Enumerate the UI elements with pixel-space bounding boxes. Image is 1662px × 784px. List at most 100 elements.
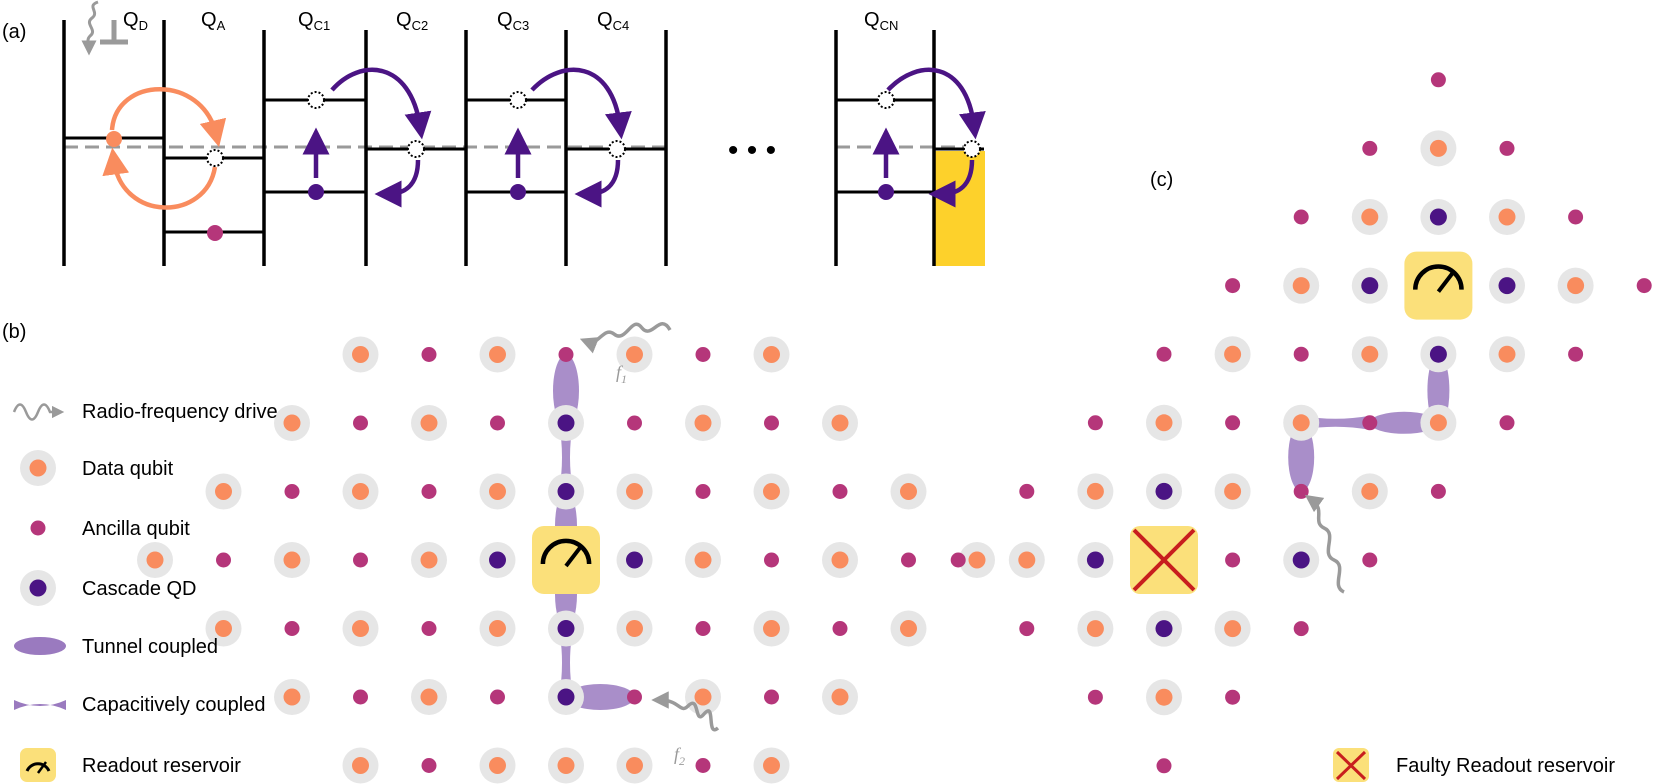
label-qc4: QC4 bbox=[597, 9, 629, 33]
b-ancilla-qubit bbox=[764, 689, 779, 705]
empty-state-c3-top bbox=[509, 91, 527, 109]
c-data-qubit bbox=[1361, 208, 1379, 226]
c-cascade-qd bbox=[1498, 277, 1516, 295]
c-ancilla-qubit bbox=[1362, 140, 1378, 156]
c-cascade-qd bbox=[1155, 620, 1173, 638]
ancilla-electron-qa bbox=[207, 225, 223, 241]
b-data-qubit bbox=[831, 551, 849, 569]
b-ancilla-qubit bbox=[421, 484, 437, 499]
b-data-qubit bbox=[694, 414, 712, 432]
b-data-qubit bbox=[626, 483, 643, 500]
c-cascade-qd bbox=[1292, 551, 1310, 569]
c-cascade-qd bbox=[1086, 551, 1104, 569]
c-ancilla-qubit bbox=[1156, 346, 1172, 362]
purple-curve-c3 bbox=[530, 67, 632, 140]
legend-rf-icon bbox=[12, 403, 65, 421]
b-cascade-qd bbox=[557, 414, 575, 432]
drive-label-f2: f2 bbox=[674, 744, 685, 768]
panel-label-c: (c) bbox=[1150, 169, 1173, 191]
b-cascade-qd bbox=[626, 551, 643, 569]
readout-gauge-icon bbox=[540, 538, 592, 565]
legend-readout-needle bbox=[36, 761, 48, 774]
legend: Radio-frequency drive Data qubit Ancilla… bbox=[12, 401, 278, 782]
c-ancilla-qubit bbox=[1430, 483, 1446, 499]
b-tunnel-coupling bbox=[566, 684, 635, 710]
b-ancilla-qubit bbox=[284, 484, 300, 499]
legend-capacitive-label: Capacitively coupled bbox=[82, 694, 265, 716]
b-ancilla-qubit bbox=[695, 484, 711, 499]
b-data-qubit bbox=[283, 414, 301, 432]
c-ancilla-qubit bbox=[1293, 621, 1309, 637]
c-data-qubit bbox=[1498, 345, 1516, 363]
c-ancilla-qubit bbox=[1019, 621, 1035, 637]
c-ancilla-qubit bbox=[1568, 346, 1584, 362]
readout-gauge-needle bbox=[564, 546, 582, 568]
b-rf-drive-f1 bbox=[579, 322, 672, 354]
panel-label-b: (b) bbox=[2, 321, 26, 343]
c-rf-drive bbox=[1304, 494, 1345, 594]
b-data-qubit bbox=[694, 688, 712, 706]
orange-arrow-top bbox=[109, 87, 227, 148]
c-readout-reservoir bbox=[1404, 251, 1473, 320]
b-data-qubit bbox=[763, 346, 780, 363]
c-data-qubit bbox=[1292, 414, 1310, 432]
b-ancilla-qubit bbox=[421, 347, 437, 362]
c-data-qubit bbox=[1361, 482, 1379, 500]
c-ancilla-qubit bbox=[1156, 758, 1172, 774]
b-data-qubit bbox=[352, 483, 369, 500]
b-ancilla-qubit bbox=[421, 758, 437, 773]
c-data-qubit bbox=[1224, 345, 1242, 363]
b-ancilla-qubit bbox=[627, 689, 642, 705]
b-ancilla-qubit bbox=[353, 689, 368, 705]
legend-readout-gauge-icon bbox=[25, 762, 51, 772]
c-data-qubit bbox=[1292, 277, 1310, 295]
empty-state-reservoir bbox=[963, 140, 981, 158]
b-data-qubit bbox=[626, 346, 643, 363]
purple-curve-c1 bbox=[330, 67, 432, 140]
b-cascade-qd bbox=[557, 483, 575, 500]
b-rf-drive-f2 bbox=[651, 691, 720, 732]
cascade-electron-c1 bbox=[308, 184, 324, 200]
c-tunnel-coupling bbox=[1288, 422, 1315, 492]
c-ancilla-qubit bbox=[1293, 483, 1309, 499]
purple-arrows bbox=[302, 67, 986, 208]
label-qd: QD bbox=[123, 9, 148, 33]
b-data-qubit bbox=[420, 551, 438, 569]
c-data-qubit bbox=[1429, 139, 1447, 157]
c-ancilla-qubit bbox=[1087, 689, 1103, 705]
c-ancilla-qubit bbox=[1225, 278, 1241, 294]
c-data-qubit bbox=[1361, 345, 1379, 363]
legend-capacitive-icon bbox=[14, 700, 66, 710]
b-data-qubit bbox=[489, 346, 506, 363]
c-data-qubit bbox=[1155, 414, 1173, 432]
c-ancilla-qubit bbox=[1499, 415, 1515, 431]
b-data-qubit bbox=[283, 551, 301, 569]
c-ancilla-qubit bbox=[1362, 415, 1378, 431]
label-qc1: QC1 bbox=[298, 9, 330, 33]
b-data-qubit bbox=[626, 757, 643, 774]
data-electron-qd bbox=[106, 131, 122, 147]
empty-state-c4 bbox=[608, 140, 626, 158]
cascade-electron-c3 bbox=[510, 184, 526, 200]
c-cascade-qd bbox=[1155, 482, 1173, 500]
c-cascade-qd bbox=[1429, 208, 1447, 226]
c-ancilla-qubit bbox=[1225, 415, 1241, 431]
cascade-electron-cn bbox=[878, 184, 894, 200]
label-qc2: QC2 bbox=[396, 9, 428, 33]
c-ancilla-qubit bbox=[1362, 552, 1378, 568]
c-ancilla-qubit bbox=[1225, 689, 1241, 705]
b-cascade-qd bbox=[489, 551, 506, 569]
b-data-qubit bbox=[352, 346, 369, 363]
c-data-qubit bbox=[1224, 620, 1242, 638]
empty-state-cn-top bbox=[877, 91, 895, 109]
faulty-legend-label: Faulty Readout reservoir bbox=[1396, 755, 1615, 777]
c-ancilla-qubit bbox=[1430, 72, 1446, 88]
b-data-qubit bbox=[763, 483, 780, 500]
b-cascade-qd bbox=[557, 620, 575, 637]
c-data-qubit bbox=[1086, 620, 1104, 638]
legend-cascade-label: Cascade QD bbox=[82, 578, 197, 600]
c-ancilla-qubit bbox=[1499, 140, 1515, 156]
purple-hook-c2 bbox=[374, 159, 421, 208]
label-qc3: QC3 bbox=[497, 9, 529, 33]
